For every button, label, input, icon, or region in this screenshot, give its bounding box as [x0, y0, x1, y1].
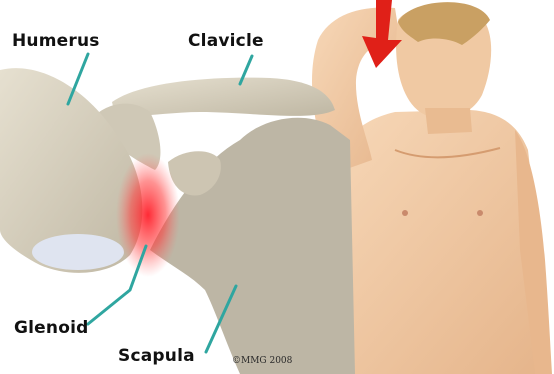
scapula-label: Scapula [118, 346, 195, 366]
nipple-left [402, 210, 408, 216]
copyright-notice: ©MMG 2008 [232, 356, 292, 366]
nipple-right [477, 210, 483, 216]
glenoid-label: Glenoid [14, 318, 89, 338]
humerus-label: Humerus [12, 31, 100, 51]
humeral-head-cartilage [32, 234, 124, 270]
clavicle-label: Clavicle [188, 31, 264, 51]
glenoid-inflammation [116, 153, 180, 277]
neck [425, 108, 472, 134]
